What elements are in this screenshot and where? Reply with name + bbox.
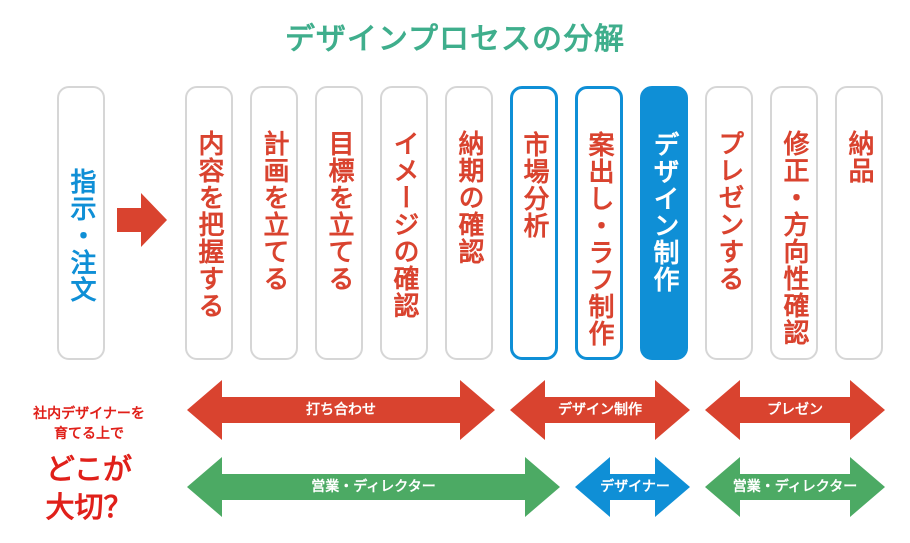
- role-label: 営業・ディレクター: [311, 479, 436, 495]
- step-card-active: デザイン制作: [640, 86, 688, 360]
- step-card: 市場分析: [510, 86, 558, 360]
- order-card-label: 指示・注文: [66, 168, 96, 303]
- role-arrow-director-1: [187, 457, 560, 517]
- step-card: 修正・方向性確認: [770, 86, 818, 360]
- phase-label: プレゼン: [767, 402, 823, 418]
- step-label: 納品: [844, 130, 874, 184]
- step-label: デザイン制作: [649, 131, 679, 293]
- step-card: 内容を把握する: [185, 86, 233, 360]
- step-label: 納期の確認: [454, 130, 484, 265]
- question-line: 社内デザイナーを: [33, 406, 145, 422]
- question-line-large: どこが: [45, 452, 133, 486]
- step-label: 案出し・ラフ制作: [584, 131, 614, 347]
- question-line-large: 大切？: [45, 490, 133, 524]
- phase-label: 打ち合わせ: [306, 402, 376, 418]
- step-label: プレゼンする: [714, 130, 744, 292]
- step-label: 修正・方向性確認: [779, 130, 809, 346]
- step-card: イメージの確認: [380, 86, 428, 360]
- phase-arrow-presentation: [705, 380, 885, 440]
- role-label: デザイナー: [600, 479, 670, 495]
- step-card: 納品: [835, 86, 883, 360]
- phase-arrow-design: [510, 380, 690, 440]
- step-label: イメージの確認: [389, 130, 419, 319]
- step-card: 納期の確認: [445, 86, 493, 360]
- step-label: 目標を立てる: [324, 130, 354, 292]
- role-label: 営業・ディレクター: [732, 479, 858, 495]
- step-label: 市場分析: [519, 131, 549, 239]
- question-text: 社内デザイナーを 育てる上で どこが 大切？: [0, 404, 178, 526]
- step-card: 計画を立てる: [250, 86, 298, 360]
- step-label: 計画を立てる: [259, 130, 289, 292]
- phase-arrow-meeting: [187, 380, 495, 440]
- step-label: 内容を把握する: [194, 130, 224, 319]
- step-card: 案出し・ラフ制作: [575, 86, 623, 360]
- step-card: プレゼンする: [705, 86, 753, 360]
- page-title: デザインプロセスの分解: [284, 22, 626, 57]
- role-arrow-director-2: [705, 457, 885, 517]
- role-arrow-designer: [575, 457, 690, 517]
- step-card: 目標を立てる: [315, 86, 363, 360]
- question-line: 育てる上で: [54, 426, 124, 442]
- order-card: 指示・注文: [57, 86, 105, 360]
- phase-label: デザイン制作: [558, 402, 642, 418]
- next-arrow-icon: [117, 193, 167, 247]
